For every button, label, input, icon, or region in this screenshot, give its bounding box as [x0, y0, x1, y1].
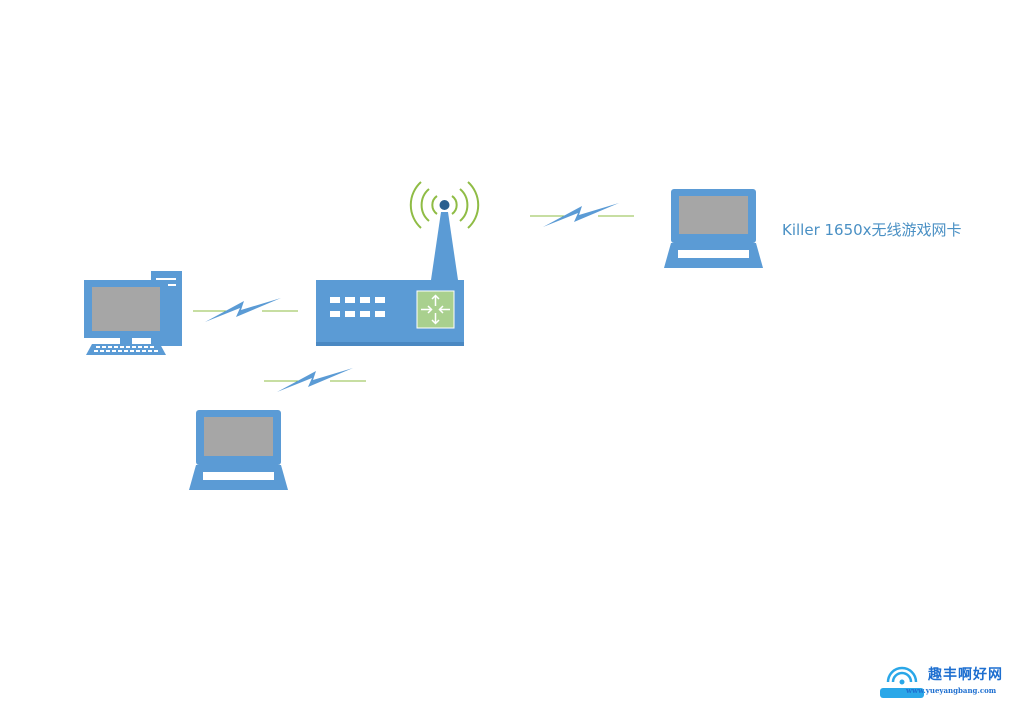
- laptop-icon: [189, 410, 288, 490]
- wireless-link-icon: [264, 368, 366, 392]
- desktop-computer-icon: [84, 271, 182, 355]
- router-icon: [316, 280, 464, 346]
- wireless-link-icon: [193, 298, 298, 322]
- wireless-link-icon: [530, 203, 634, 227]
- laptop-icon: [664, 189, 763, 268]
- antenna-icon: [409, 181, 480, 280]
- watermark-url: www.yueyangbang.com: [906, 686, 997, 695]
- wireless-card-label: Killer 1650x无线游戏网卡: [782, 221, 962, 239]
- watermark-logo-icon: [880, 666, 924, 698]
- watermark-title: 趣丰啊好网: [928, 667, 1003, 683]
- watermark: 趣丰啊好网 www.yueyangbang.com: [876, 662, 1022, 702]
